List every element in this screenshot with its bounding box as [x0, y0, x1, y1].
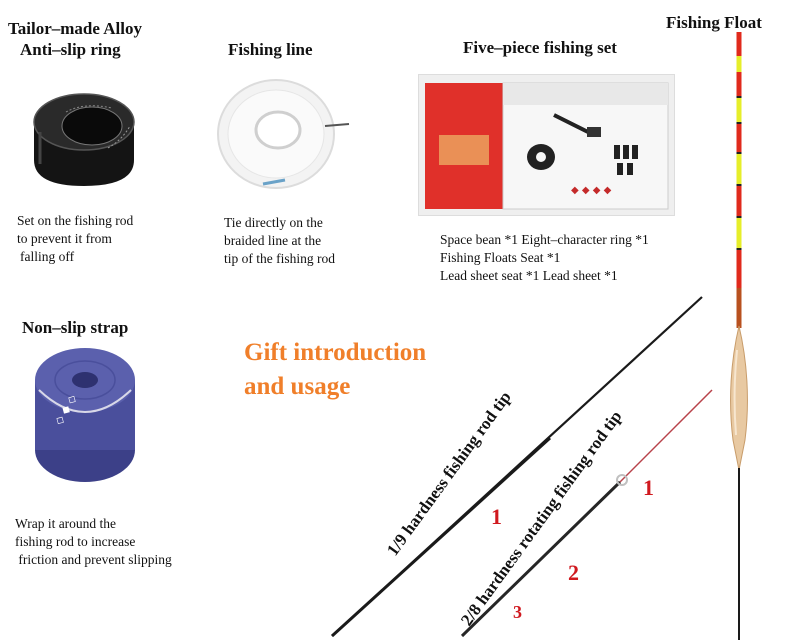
alloy-ring-image: [33, 93, 135, 186]
svg-text:◆ ◆ ◆ ◆: ◆ ◆ ◆ ◆: [571, 185, 612, 196]
fishing-line-desc-line: Tie directly on the: [224, 215, 323, 230]
fishing-set-desc-line: Lead sheet seat *1 Lead sheet *1: [440, 268, 618, 283]
alloy-ring-description: Set on the fishing rod to prevent it fro…: [17, 212, 133, 266]
alloy-ring-desc-line: to prevent it from: [17, 231, 112, 246]
rod-tip-1-number: 1: [491, 504, 502, 529]
strap-description: Wrap it around the fishing rod to increa…: [15, 515, 172, 569]
strap-heading: Non–slip strap: [22, 318, 129, 337]
rod-tip-2-number-3: 3: [513, 602, 522, 622]
strap-desc-line: Wrap it around the: [15, 516, 117, 531]
fishing-line-desc-line: tip of the fishing rod: [224, 251, 335, 266]
fishing-line-description: Tie directly on the braided line at the …: [224, 214, 335, 268]
fishing-line-heading: Fishing line: [228, 40, 313, 59]
strap-desc-line: friction and prevent slipping: [15, 552, 172, 567]
fishing-set-heading: Five–piece fishing set: [463, 38, 617, 57]
alloy-ring-heading-line2: Anti–slip ring: [20, 40, 121, 59]
strap-image: ◇ ◆ ◇: [35, 348, 135, 482]
fishing-set-description: Space bean *1 Eight–character ring *1 Fi…: [440, 231, 649, 285]
alloy-ring-heading-line1: Tailor–made Alloy: [8, 19, 142, 38]
fishing-float-image: [730, 32, 748, 640]
gift-title-line2: and usage: [244, 373, 351, 400]
fishing-set-image: ◆ ◆ ◆ ◆: [418, 74, 675, 216]
fishing-line-desc-line: braided line at the: [224, 233, 322, 248]
alloy-ring-desc-line: falling off: [20, 249, 75, 264]
strap-desc-line: fishing rod to increase: [15, 534, 136, 549]
fishing-set-desc-line: Fishing Floats Seat *1: [440, 250, 561, 265]
alloy-ring-desc-line: Set on the fishing rod: [17, 213, 134, 228]
fishing-line-spool-image: [217, 79, 350, 189]
rod-tip-2-number-2: 2: [568, 560, 579, 585]
gift-title-line1: Gift introduction: [244, 339, 427, 366]
rod-tip-2-number-1: 1: [643, 475, 654, 500]
fishing-float-heading: Fishing Float: [666, 13, 762, 32]
fishing-set-desc-line: Space bean *1 Eight–character ring *1: [440, 232, 649, 247]
